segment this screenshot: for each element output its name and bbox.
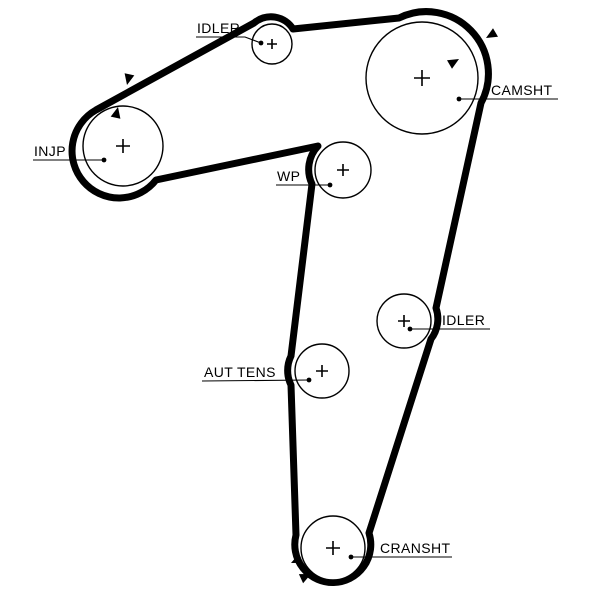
- leader-dot: [456, 96, 462, 102]
- center-cross-icon: [337, 164, 349, 176]
- timing-mark-arrow-icon-cransht-mark-outer: [291, 553, 304, 563]
- belt-path: [68, 8, 492, 587]
- center-cross-icon: [316, 365, 328, 377]
- pulley-label-camshaft: CAMSHT: [491, 82, 553, 98]
- center-cross-icon: [326, 541, 340, 555]
- center-cross-icon: [267, 39, 277, 49]
- leader-dot: [306, 377, 312, 383]
- center-cross-icon: [414, 70, 430, 86]
- timing-mark-arrow-icon-camsht-mark-inner: [447, 59, 459, 69]
- pulley-label-water-pump: WP: [277, 168, 300, 184]
- pulley-group-idler-top: IDLER: [196, 20, 293, 65]
- leader-dot: [407, 326, 413, 332]
- pulley-label-idler-top: IDLER: [197, 20, 240, 36]
- timing-mark-arrow-icon-injp-mark-inner: [110, 107, 121, 119]
- leader-dot: [327, 182, 333, 188]
- center-cross-icon: [116, 139, 130, 153]
- label-leader-line: [201, 379, 310, 382]
- pulley-label-idler-right: IDLER: [442, 312, 485, 328]
- pulley-label-injection-pump: INJP: [34, 143, 66, 159]
- pulley-group-idler-right: IDLER: [376, 293, 490, 349]
- timing-mark-arrow-icon-camsht-mark-outer: [486, 28, 498, 38]
- pulley-group-auto-tensioner: AUT TENS: [201, 343, 350, 399]
- pulley-label-auto-tensioner: AUT TENS: [204, 364, 276, 380]
- timing-mark-arrow-icon-injp-mark-outer: [124, 73, 135, 85]
- pulley-label-crankshaft: CRANSHT: [380, 540, 451, 556]
- label-leader-line: [196, 36, 262, 44]
- leader-dot: [258, 40, 264, 46]
- leader-dot: [348, 554, 354, 560]
- pulley-group-crankshaft: CRANSHT: [300, 515, 452, 581]
- center-cross-icon: [398, 315, 410, 327]
- pulley-group-injection-pump: INJP: [33, 105, 164, 187]
- leader-dot: [101, 157, 107, 163]
- pulley-group-water-pump: WP: [276, 141, 372, 199]
- pulley-group-camshaft: CAMSHT: [365, 21, 558, 135]
- timing-mark-arrow-icon-cransht-mark-inner: [298, 574, 311, 584]
